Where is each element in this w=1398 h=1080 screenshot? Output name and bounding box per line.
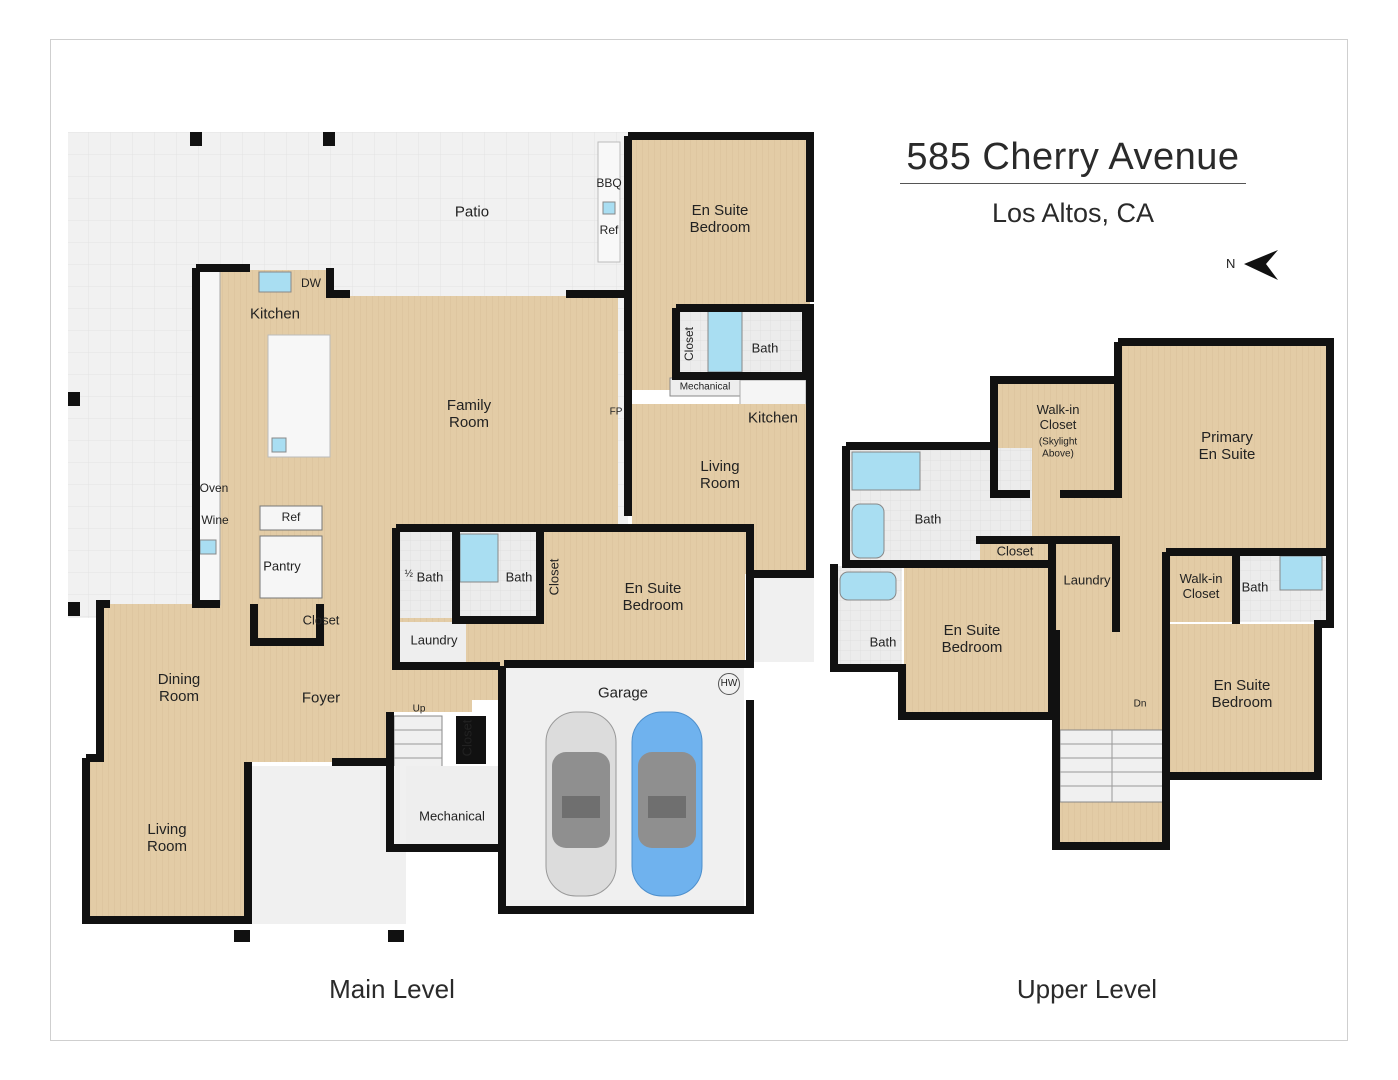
label-en-suite-left: En Suite Bedroom	[941, 621, 1003, 656]
label-closet-foyer: Closet	[302, 612, 340, 628]
label-half-bath: ½ Bath	[405, 568, 444, 585]
half-bath-floor	[400, 530, 454, 618]
laundry-floor	[400, 622, 466, 662]
adu-shower	[707, 309, 743, 373]
adu-kitchen-counter	[739, 379, 807, 407]
label-bath-primary: Bath	[914, 511, 942, 527]
upper-walls	[830, 338, 1334, 850]
patio-post	[323, 132, 335, 146]
label-living-room: Living Room	[146, 820, 188, 855]
patio-post	[68, 602, 80, 616]
label-patio-ref: Ref	[599, 223, 619, 238]
label-bath-adu: Bath	[751, 340, 779, 356]
property-location: Los Altos, CA	[991, 198, 1155, 228]
label-laundry: Laundry	[410, 632, 458, 648]
upper-left-bedroom	[904, 566, 1052, 714]
label-ref: Ref	[281, 510, 301, 525]
upper-walkin-right	[1170, 552, 1234, 622]
label-mechanical-adu: Mechanical	[679, 381, 731, 393]
main-walls	[82, 132, 814, 924]
label-en-suite-top: En Suite Bedroom	[689, 201, 751, 236]
patio-post	[68, 392, 80, 406]
pier	[388, 930, 404, 942]
mechanical-floor	[394, 766, 504, 844]
label-primary: Primary En Suite	[1198, 428, 1256, 463]
north-arrow: N	[1222, 246, 1282, 286]
center-shower	[459, 533, 499, 583]
label-dn: Dn	[1133, 698, 1147, 710]
label-foyer: Foyer	[301, 689, 341, 707]
label-upper-level: Upper Level	[1016, 974, 1158, 1004]
label-wine: Wine	[201, 513, 229, 528]
property-title: 585 Cherry Avenue	[900, 136, 1246, 184]
patio-post	[190, 132, 202, 146]
adu-entry	[750, 574, 814, 662]
half-bath-fraction: ½	[404, 568, 413, 580]
label-bath-center: Bath	[505, 569, 533, 585]
label-kitchen-adu: Kitchen	[747, 409, 799, 427]
kitchen-sink	[258, 271, 292, 293]
label-bbq: BBQ	[596, 176, 622, 191]
label-family-room: Family Room	[446, 396, 492, 431]
label-closet-garage: Closet	[459, 719, 475, 757]
island-sink	[271, 437, 287, 453]
label-living-adu: Living Room	[699, 457, 741, 492]
label-kitchen: Kitchen	[249, 305, 301, 323]
upper-shower	[851, 451, 921, 491]
label-bath-right: Bath	[1241, 579, 1269, 595]
pier	[234, 930, 250, 942]
car-right	[631, 711, 703, 897]
label-closet-center: Closet	[546, 558, 562, 596]
label-up: Up	[412, 703, 426, 715]
label-oven: Oven	[199, 481, 229, 496]
label-closet-upper: Closet	[996, 543, 1034, 559]
upper-tub	[851, 503, 885, 559]
label-bath-left: Bath	[869, 634, 897, 650]
half-bath-text: Bath	[416, 569, 444, 585]
label-garage: Garage	[597, 684, 649, 702]
ref-box	[259, 505, 323, 531]
label-skylight: (Skylight Above)	[1038, 436, 1078, 460]
label-main-level: Main Level	[329, 974, 455, 1004]
pier	[456, 716, 486, 764]
label-en-suite-right: En Suite Bedroom	[1211, 676, 1273, 711]
pantry-box	[259, 535, 323, 599]
label-walkin-main: Walk-in Closet	[1036, 402, 1080, 432]
north-letter: N	[1226, 256, 1236, 271]
label-pantry: Pantry	[263, 558, 301, 574]
label-patio: Patio	[454, 203, 490, 221]
upper-right-bedroom	[1170, 624, 1318, 772]
upper-stair-treads	[1060, 730, 1164, 802]
label-laundry-upper: Laundry	[1063, 572, 1111, 588]
upper-left-tub	[839, 571, 897, 601]
label-hw: HW	[718, 673, 740, 695]
kitchen-island	[267, 334, 331, 458]
wine-sink	[199, 539, 217, 555]
label-en-suite-center: En Suite Bedroom	[622, 579, 684, 614]
label-walkin-right: Walk-in Closet	[1179, 571, 1223, 601]
garage-floor	[506, 668, 744, 906]
plan-frame	[50, 39, 1348, 1041]
label-closet-adu: Closet	[682, 326, 697, 362]
car-left	[545, 711, 617, 897]
upper-right-shower	[1279, 555, 1323, 591]
label-mechanical: Mechanical	[419, 808, 485, 824]
north-arrow-icon	[1244, 250, 1278, 280]
label-dw: DW	[301, 276, 321, 291]
upper-laundry	[1056, 540, 1116, 630]
porch	[252, 766, 406, 924]
bbq-sink	[602, 201, 616, 215]
label-dining-room: Dining Room	[157, 670, 201, 705]
label-fp: FP	[609, 406, 623, 418]
